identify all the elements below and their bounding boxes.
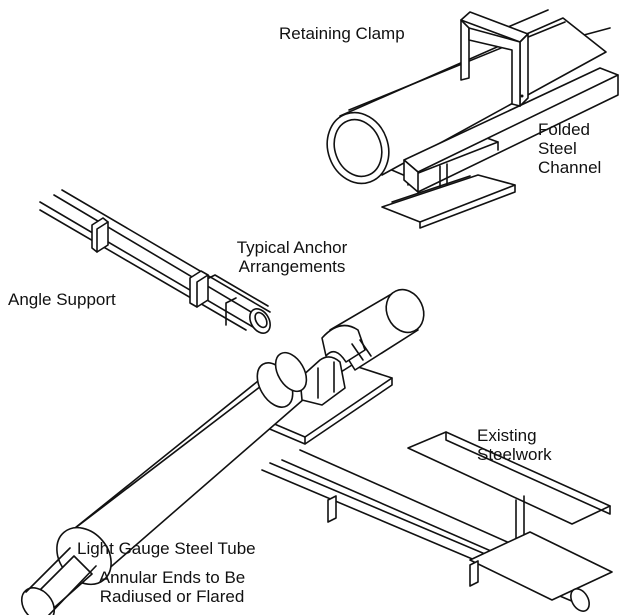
label-retaining-clamp: Retaining Clamp bbox=[279, 24, 405, 43]
label-existing-line-2: Steelwork bbox=[477, 445, 552, 464]
existing-steelwork bbox=[261, 431, 613, 612]
label-annular-ends: Annular Ends to Be Radiused or Flared bbox=[72, 568, 272, 606]
label-folded-line-2: Steel bbox=[538, 139, 577, 158]
label-light-gauge-steel-tube: Light Gauge Steel Tube bbox=[77, 539, 256, 558]
folded-steel-channel bbox=[403, 67, 619, 193]
retaining-clamp-assembly bbox=[326, 9, 619, 229]
label-folded-line-1: Folded bbox=[538, 120, 590, 139]
label-anchor-line-1: Typical Anchor bbox=[236, 238, 348, 257]
large-pipe bbox=[326, 17, 607, 185]
retaining-clamp bbox=[460, 11, 529, 107]
label-existing-line-1: Existing bbox=[477, 426, 537, 445]
label-annular-line-2: Radiused or Flared bbox=[99, 587, 245, 606]
label-anchor-line-2: Arrangements bbox=[238, 257, 346, 276]
label-existing-steelwork: Existing Steelwork bbox=[477, 426, 552, 464]
angle-support-assembly bbox=[39, 189, 271, 334]
label-annular-line-1: Annular Ends to Be bbox=[98, 568, 246, 587]
label-folded-steel-channel: Folded Steel Channel bbox=[538, 120, 601, 177]
label-angle-support: Angle Support bbox=[8, 290, 116, 309]
label-folded-line-3: Channel bbox=[538, 158, 602, 177]
anchor-arrangement bbox=[20, 288, 425, 615]
label-typical-anchor: Typical Anchor Arrangements bbox=[222, 238, 362, 276]
